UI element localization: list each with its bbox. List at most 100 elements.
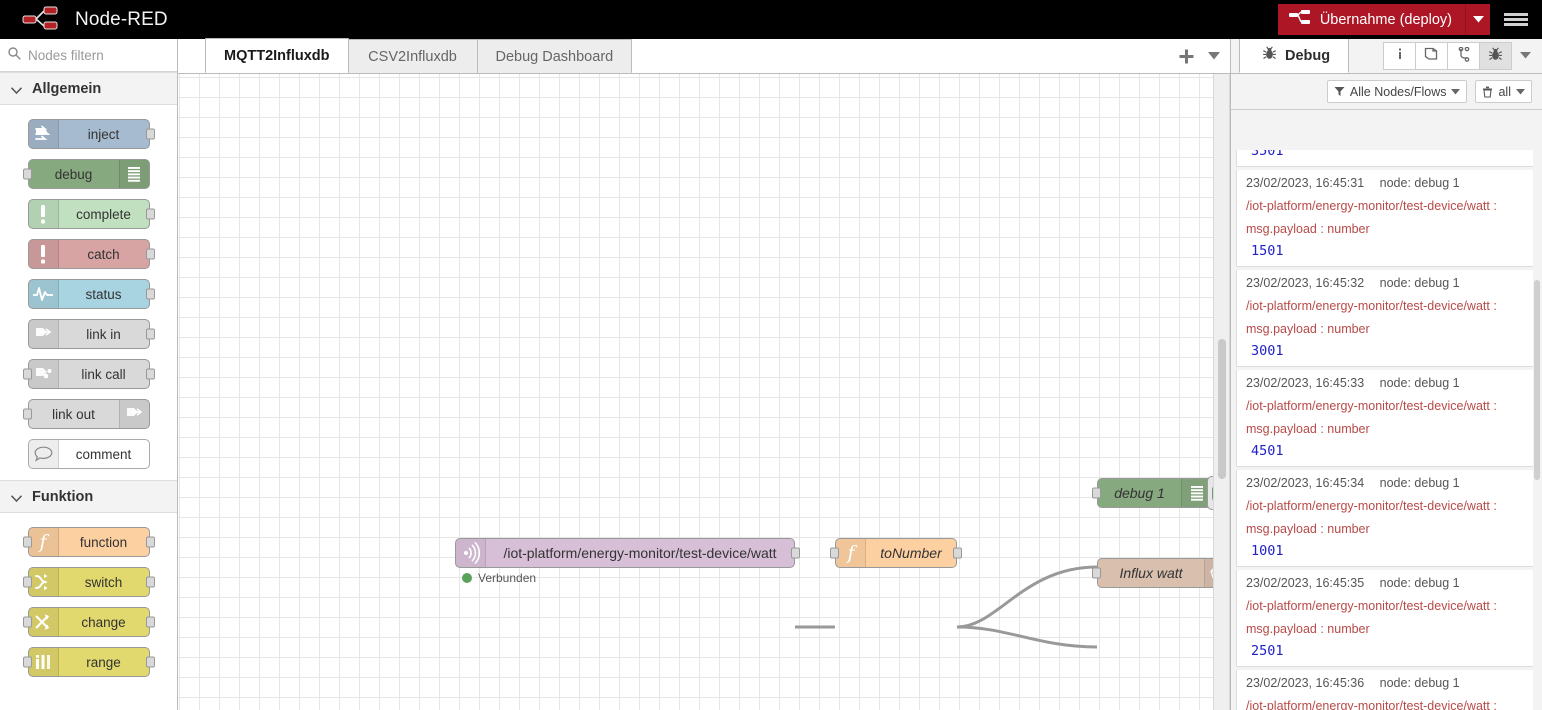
node-output-port[interactable]	[146, 209, 155, 220]
debug-message[interactable]: 23/02/2023, 16:45:35 node: debug 1/iot-p…	[1236, 570, 1533, 667]
debug-message-list[interactable]: msg.payload : number3501 23/02/2023, 16:…	[1231, 150, 1542, 710]
sidebar-info-button[interactable]	[1383, 42, 1416, 70]
flow-tab-label: Debug Dashboard	[496, 49, 614, 65]
flow-menu-button[interactable]	[1208, 52, 1220, 60]
debug-message[interactable]: 23/02/2023, 16:45:32 node: debug 1/iot-p…	[1236, 270, 1533, 367]
debug-message-property: msg.payload : number	[1246, 422, 1524, 436]
palette-category-label: Funktion	[32, 489, 93, 505]
node-output-port[interactable]	[146, 329, 155, 340]
palette-node-change[interactable]: change	[28, 607, 150, 637]
node-output-port[interactable]	[146, 289, 155, 300]
palette-category-funktion[interactable]: Funktion	[0, 480, 177, 513]
flow-tabbar: MQTT2InfluxdbCSV2Influxdb Debug Dashboard	[178, 39, 1230, 74]
sidebar-help-button[interactable]	[1415, 42, 1448, 70]
palette-node-catch[interactable]: catch	[28, 239, 150, 269]
flow-node-label: /iot-platform/energy-monitor/test-device…	[486, 545, 794, 561]
debug-message-source: node: debug 1	[1380, 676, 1460, 690]
node-input-port[interactable]	[23, 617, 32, 628]
flow-node-debug[interactable]: debug 1	[1097, 478, 1212, 508]
node-input-port[interactable]	[23, 169, 32, 180]
palette-node-switch[interactable]: switch	[28, 567, 150, 597]
flow-node-influxdb-out[interactable]: Influx watt	[1097, 558, 1230, 588]
chevron-down-icon	[11, 87, 22, 94]
palette-node-link-in[interactable]: link in	[28, 319, 150, 349]
node-input-port[interactable]	[23, 369, 32, 380]
palette-node-inject[interactable]: inject	[28, 119, 150, 149]
filter-icon	[1334, 86, 1345, 97]
inject-arrow-icon	[34, 125, 52, 143]
node-input-port[interactable]	[23, 657, 32, 668]
change-swap-icon	[34, 613, 52, 631]
node-output-port[interactable]	[146, 537, 155, 548]
node-input-port[interactable]	[23, 409, 32, 420]
flow-node-function[interactable]: ftoNumber	[835, 538, 957, 568]
palette-node-label: function	[59, 535, 149, 550]
palette-node-comment[interactable]: comment	[28, 439, 150, 469]
debug-scrollbar[interactable]	[1534, 150, 1542, 710]
palette-node-row: comment	[0, 434, 177, 474]
palette-node-debug[interactable]: debug	[28, 159, 150, 189]
node-output-port[interactable]	[146, 369, 155, 380]
add-flow-button[interactable]	[1179, 49, 1194, 64]
palette-node-link-call[interactable]: link call	[28, 359, 150, 389]
chevron-down-icon	[1520, 52, 1531, 59]
status-dot-icon	[462, 573, 472, 583]
palette-node-list: inject debug complete catch status link …	[0, 105, 177, 480]
flow-tab-mqtt2influxdb[interactable]: MQTT2Influxdb	[205, 38, 349, 73]
palette-node-function[interactable]: f function	[28, 527, 150, 557]
debug-message[interactable]: 23/02/2023, 16:45:34 node: debug 1/iot-p…	[1236, 470, 1533, 567]
switch-icon	[29, 568, 59, 596]
node-output-port[interactable]	[146, 617, 155, 628]
palette-node-range[interactable]: range	[28, 647, 150, 677]
debug-message[interactable]: 23/02/2023, 16:45:31 node: debug 1/iot-p…	[1236, 170, 1533, 267]
debug-filter-select[interactable]: Alle Nodes/Flows	[1327, 80, 1468, 103]
exclamation-icon	[29, 240, 59, 268]
sidebar-menu-button[interactable]	[1512, 42, 1538, 70]
debug-message[interactable]: 23/02/2023, 16:45:33 node: debug 1/iot-p…	[1236, 370, 1533, 467]
sidebar-context-button[interactable]	[1447, 42, 1480, 70]
debug-message[interactable]: msg.payload : number3501	[1236, 150, 1533, 167]
palette-category-allgemein[interactable]: Allgemein	[0, 72, 177, 105]
node-output-port[interactable]	[791, 548, 800, 559]
palette-node-status[interactable]: status	[28, 279, 150, 309]
canvas-scrollbar-thumb[interactable]	[1218, 339, 1226, 479]
debug-clear-select[interactable]: all	[1475, 80, 1532, 103]
flow-tab-csv2influxdb[interactable]: CSV2Influxdb	[348, 39, 478, 73]
node-input-port[interactable]	[1092, 488, 1101, 499]
debug-message[interactable]: 23/02/2023, 16:45:36 node: debug 1/iot-p…	[1236, 670, 1533, 710]
tab-debug[interactable]: Debug	[1239, 39, 1349, 73]
node-input-port[interactable]	[23, 537, 32, 548]
node-output-port[interactable]	[146, 129, 155, 140]
deploy-options-caret[interactable]	[1465, 4, 1490, 35]
palette-node-complete[interactable]: complete	[28, 199, 150, 229]
palette-node-link-out[interactable]: link out	[28, 399, 150, 429]
svg-text:f: f	[37, 532, 49, 552]
node-output-port[interactable]	[146, 657, 155, 668]
node-output-port[interactable]	[146, 249, 155, 260]
node-input-port[interactable]	[23, 577, 32, 588]
debug-message-source: node: debug 1	[1380, 276, 1460, 290]
flow-node-mqtt-in[interactable]: /iot-platform/energy-monitor/test-device…	[455, 538, 795, 568]
palette-search[interactable]: Nodes filtern	[0, 39, 177, 72]
flow-tab-debug-dashboard[interactable]: Debug Dashboard	[477, 39, 633, 73]
function-f-icon: f	[36, 532, 50, 552]
palette-node-label: link in	[59, 327, 149, 342]
link-out-icon	[119, 400, 149, 428]
node-input-port[interactable]	[1092, 568, 1101, 579]
debug-lines-icon	[126, 166, 142, 183]
flow-node-label: debug 1	[1098, 485, 1181, 501]
flow-canvas[interactable]: /iot-platform/energy-monitor/test-device…	[178, 74, 1230, 710]
node-output-port[interactable]	[146, 577, 155, 588]
main-menu-button[interactable]	[1490, 0, 1542, 39]
node-input-port[interactable]	[830, 548, 839, 559]
link-in-icon	[29, 320, 59, 348]
node-output-port[interactable]	[953, 548, 962, 559]
change-swap-icon	[29, 608, 59, 636]
canvas-scrollbar[interactable]	[1213, 74, 1230, 710]
chevron-down-icon	[1208, 52, 1220, 60]
sidebar-debug-button[interactable]	[1479, 42, 1512, 70]
debug-scrollbar-thumb[interactable]	[1534, 280, 1540, 480]
function-f-icon: f	[836, 539, 866, 567]
deploy-button[interactable]: Übernahme (deploy)	[1278, 4, 1465, 35]
exclamation-icon	[29, 200, 59, 228]
